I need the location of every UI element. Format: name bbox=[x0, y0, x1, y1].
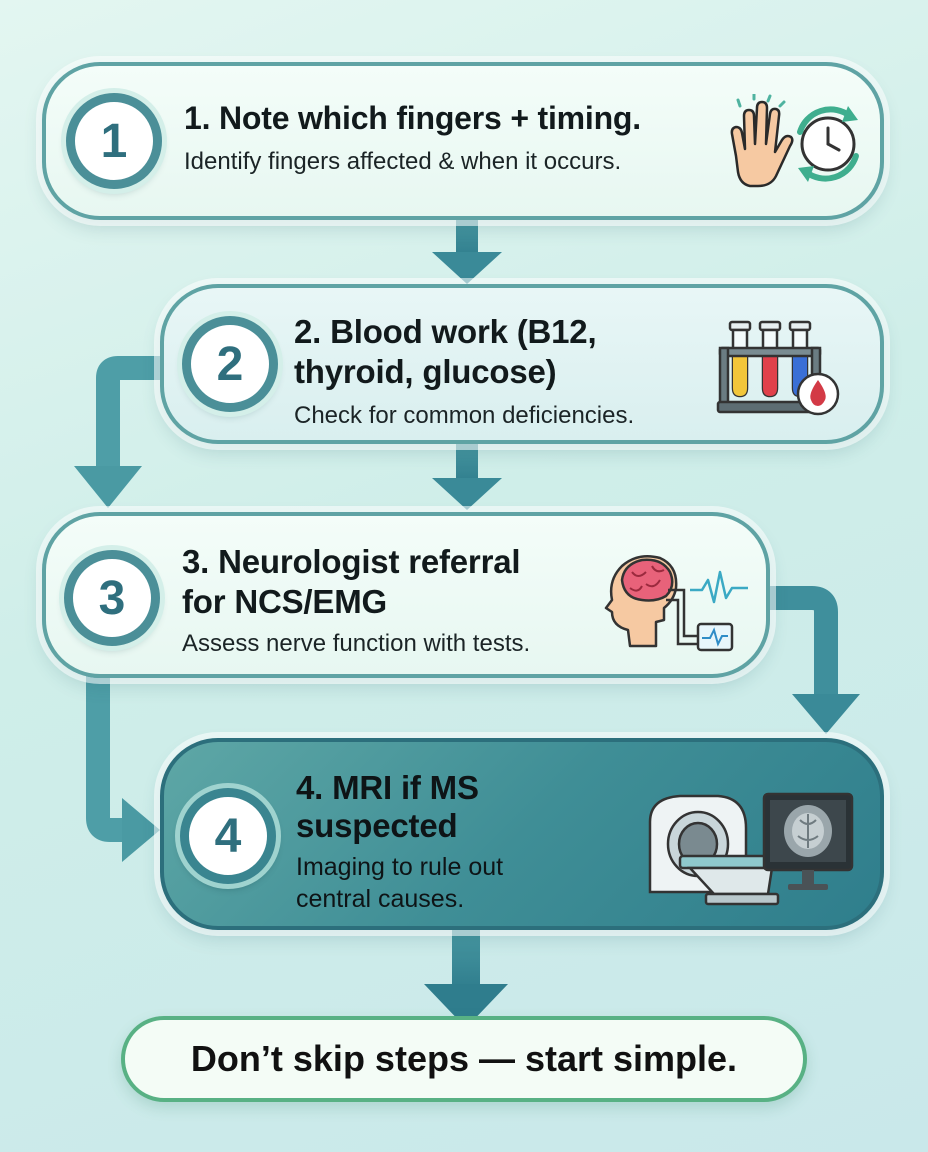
arrow-2-to-3-left bbox=[74, 356, 166, 508]
step-1-card: 1 1. Note which fingers + timing. Identi… bbox=[42, 62, 884, 220]
hand-clock-icon bbox=[730, 94, 859, 188]
step-2-description: Check for common deficiencies. bbox=[294, 402, 635, 429]
step-1-title: 1. Note which fingers + timing. bbox=[184, 100, 641, 136]
step-2-card: 2 2. Blood work (B12, thyroid, glucose) … bbox=[160, 284, 884, 444]
step-3-title-line-2: for NCS/EMG bbox=[182, 583, 387, 620]
arrow-1-to-2 bbox=[432, 218, 502, 284]
step-3-description: Assess nerve function with tests. bbox=[182, 630, 531, 657]
step-2-title-line-2: thyroid, glucose) bbox=[294, 353, 557, 390]
brain-monitor-icon bbox=[604, 555, 748, 652]
step-3-title-line-1: 3. Neurologist referral bbox=[182, 543, 521, 580]
arrow-3-to-4-right bbox=[768, 586, 860, 734]
step-4-description-line-1: Imaging to rule out bbox=[296, 853, 504, 881]
step-4-description-line-2: central causes. bbox=[296, 885, 465, 913]
arrow-4-to-footer bbox=[424, 926, 508, 1028]
step-4-badge: 4 bbox=[180, 788, 276, 884]
step-3-badge: 3 bbox=[64, 550, 160, 646]
test-tubes-icon bbox=[716, 320, 840, 416]
step-2-title-line-1: 2. Blood work (B12, bbox=[294, 313, 597, 350]
mri-scanner-icon bbox=[648, 792, 854, 906]
step-4-title-line-1: 4. MRI if MS bbox=[296, 769, 479, 806]
step-3-card: 3 3. Neurologist referral for NCS/EMG As… bbox=[42, 512, 770, 678]
footer-text: Don’t skip steps — start simple. bbox=[190, 1038, 738, 1079]
step-4-title-line-2: suspected bbox=[296, 807, 458, 844]
step-2-badge: 2 bbox=[182, 316, 278, 412]
step-1-description: Identify fingers affected & when it occu… bbox=[184, 148, 622, 175]
step-1-badge: 1 bbox=[66, 93, 162, 189]
arrow-2-to-3 bbox=[432, 442, 502, 510]
arrow-3-to-4-left bbox=[86, 676, 160, 862]
step-4-card: 4 4. MRI if MS suspected Imaging to rule… bbox=[160, 738, 884, 930]
footer-callout: Don’t skip steps — start simple. bbox=[121, 1016, 807, 1102]
